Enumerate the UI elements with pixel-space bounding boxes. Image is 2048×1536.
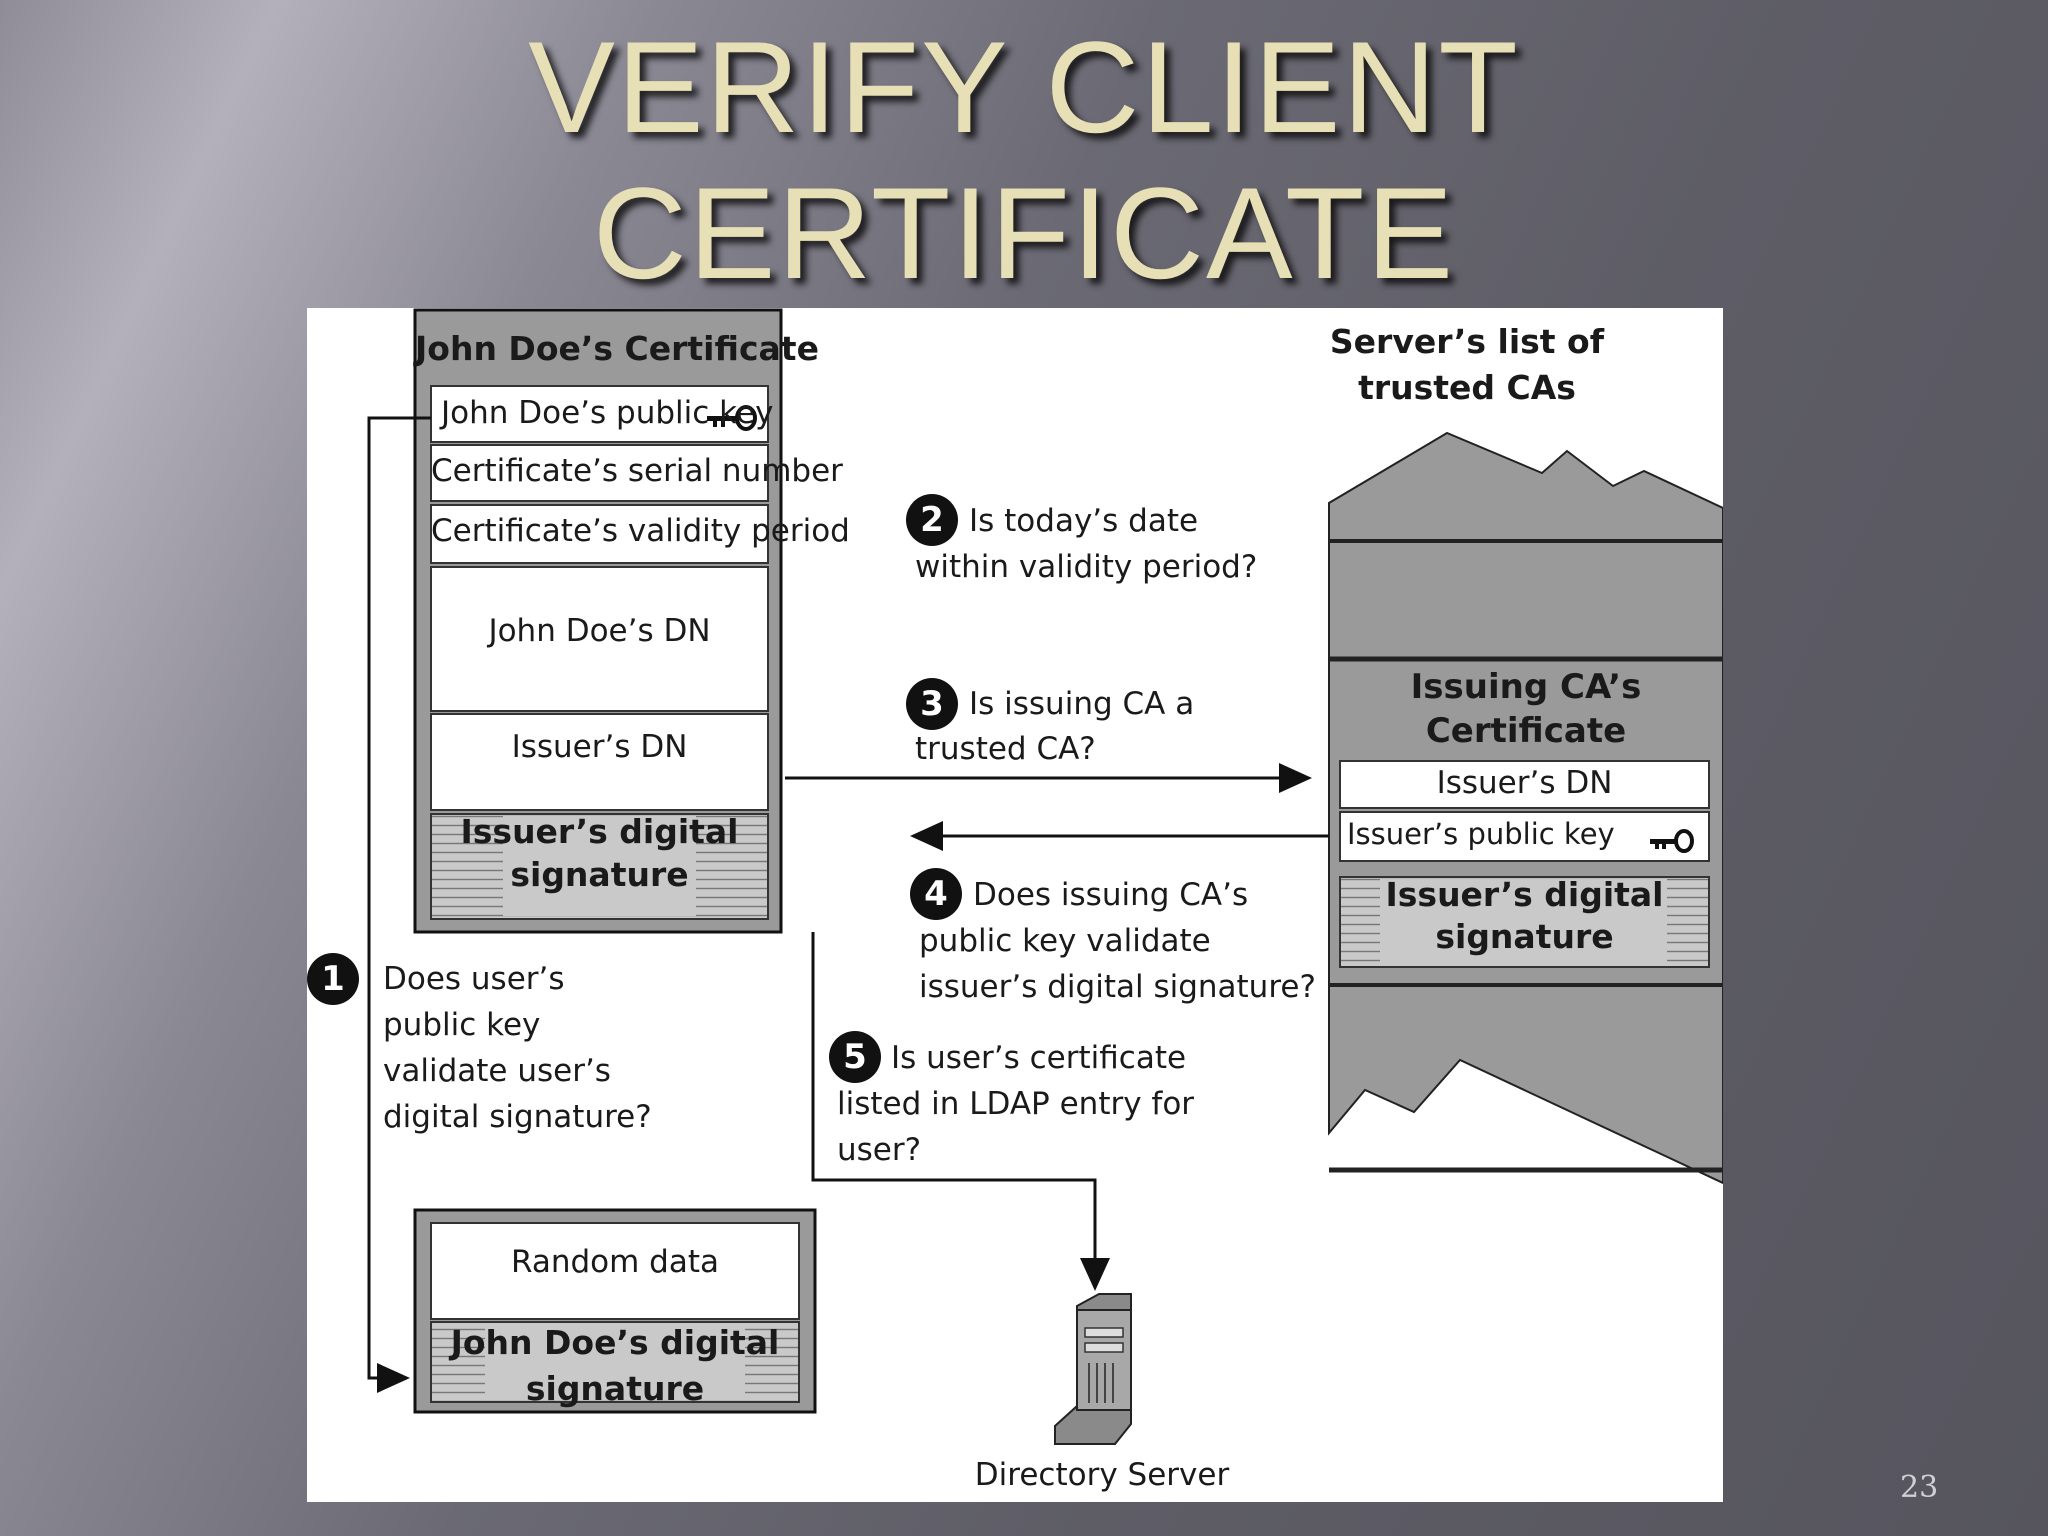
cert-serial-label: Certificate’s serial number	[431, 453, 843, 489]
directory-server-icon	[1054, 1293, 1132, 1445]
john-doe-signature-line2: signature	[525, 1369, 705, 1408]
issuer-key-icon	[1650, 829, 1694, 853]
cert-validity-label: Certificate’s validity period	[431, 513, 850, 549]
slide-title-line1: VERIFY CLIENT	[528, 14, 1520, 160]
ca-cert-title-line2: Certificate	[1425, 711, 1627, 751]
cert-issuer-dn-label: Issuer’s DN	[511, 729, 688, 765]
page-number: 23	[1900, 1470, 1939, 1505]
step-3-badge: 3	[906, 678, 958, 730]
step-4-text: Does issuing CA’s public key validate is…	[919, 877, 1316, 1005]
cert-signature-line1: Issuer’s digital	[460, 812, 739, 851]
step-3-text: Is issuing CA a trusted CA?	[915, 686, 1195, 767]
cert-signature-line2: signature	[510, 855, 689, 894]
john-doe-signature-line1: John Doe’s digital	[450, 1323, 780, 1362]
directory-server-label: Directory Server	[974, 1457, 1230, 1493]
step-1-badge: 1	[307, 953, 359, 1005]
random-data-label: Random data	[510, 1244, 720, 1280]
random-data-box	[413, 1208, 817, 1414]
ca-signature-line2: signature	[1435, 917, 1614, 956]
diagram-graphics	[367, 308, 1723, 1445]
key-icon	[707, 405, 757, 431]
trusted-ca-list	[1328, 431, 1723, 1185]
server-list-title-line1: Server’s list of	[1329, 322, 1605, 361]
ca-signature-line1: Issuer’s digital	[1385, 875, 1664, 914]
connector-lines	[367, 416, 1329, 1393]
cert-dn-label: John Doe’s DN	[488, 613, 711, 649]
ca-issuer-dn-label: Issuer’s DN	[1436, 765, 1613, 801]
step-2-text: Is today’s date within validity period?	[915, 503, 1258, 585]
slide-title-line2: CERTIFICATE	[592, 160, 1456, 306]
cert-public-key-label: John Doe’s public key	[441, 395, 774, 431]
ca-issuer-key-label: Issuer’s public key	[1347, 817, 1615, 851]
ca-cert-title-line1: Issuing CA’s	[1410, 667, 1642, 707]
step-4-badge: 4	[910, 868, 962, 920]
step-1-text: Does user’s public key validate user’s d…	[383, 961, 652, 1135]
server-list-title-line2: trusted CAs	[1358, 368, 1576, 407]
step-2-badge: 2	[906, 494, 958, 546]
certificate-verification-diagram: John Doe’s Certificate John Doe’s public…	[307, 308, 1723, 1502]
certificate-title: John Doe’s Certificate	[415, 329, 819, 368]
john-doe-certificate	[413, 308, 783, 934]
step-5-text: Is user’s certificate listed in LDAP ent…	[837, 1040, 1195, 1168]
step-5-badge: 5	[829, 1031, 881, 1083]
